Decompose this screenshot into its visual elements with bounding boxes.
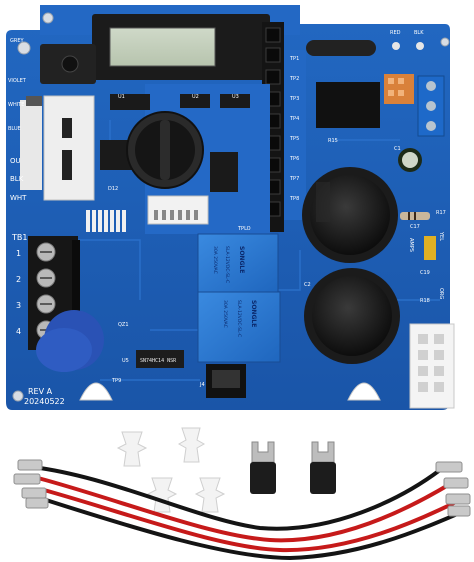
relay-bottom-rating: 30A 250VAC [222,300,228,328]
standoff-4 [194,477,226,513]
lcd-display [40,14,270,84]
label-red: RED [390,30,401,36]
spade-terminal-2 [310,441,336,494]
screw-terminals-right [417,75,445,137]
left-connector [20,95,95,201]
label-blue: BLUE [8,126,21,132]
label-grey: GREY [10,38,25,44]
resistor [400,212,430,220]
label-blk-top: BLK [414,30,424,36]
standoff-2 [177,427,206,463]
board-clips [79,382,381,401]
label-wht: WHT [10,194,27,202]
relay-top-brand: SONGLE [238,246,245,273]
rotary-knob [126,111,204,189]
rev-label: REV A [28,387,53,396]
label-white: WHITE [8,102,24,108]
label-c19: C19 [420,270,430,276]
standoff-3 [146,477,178,513]
wire-harness [36,466,464,561]
terminal-number-1: 1 [16,249,21,258]
chip-u5-marking: SN74HC14 NSR [140,358,177,364]
smd-chips [100,94,250,192]
varistor [36,310,104,372]
label-u2: U2 [192,94,199,100]
tp6-label: TP6 [289,156,299,162]
heatsink [86,210,126,232]
ribbon-connector [147,195,209,225]
label-u1: U1 [118,94,125,100]
top-right-pads [392,42,424,50]
power-transistor [306,40,414,128]
label-org: ORG [438,288,444,299]
label-u3: U3 [232,94,239,100]
terminal-number-3: 3 [16,301,21,310]
tp5-label: TP5 [289,136,299,142]
chip-u5: SN74HC14 NSR U5 [122,350,184,368]
label-tplo: TPLO [237,226,251,232]
wire-connectors [13,459,471,517]
relay-top: SONGLE SLA-12VDC-SL-C 30A 250VAC [197,233,279,293]
label-d12: D12 [108,186,118,192]
terminal-label: TB1 [11,233,27,242]
relay-bottom-model: SLA-12VDC-SL-C [236,300,242,337]
label-c1: C1 [394,146,401,152]
tp7-label: TP7 [289,176,299,182]
terminal-number-2: 2 [16,275,21,284]
molex-connector [409,323,455,409]
label-c2: C2 [304,282,311,288]
fuse [424,236,436,260]
date-label: 20240522 [24,397,65,406]
standoff-1 [116,431,148,467]
label-qz1: QZ1 [118,322,129,328]
tp3-label: TP3 [289,96,299,102]
relay-bottom-brand: SONGLE [250,300,257,327]
relay-top-model: SLA-12VDC-SL-C [224,246,230,283]
label-r15: R15 [328,138,338,144]
label-amps: AMPS [408,238,414,252]
capacitor-bottom: C2 [304,268,400,364]
label-violet: VIOLET [8,78,27,84]
label-u5: U5 [122,358,129,364]
label-ou: OU [10,157,21,165]
tp4-label: TP4 [289,116,299,122]
label-j4: J4 [199,382,205,388]
label-r17: R17 [436,210,446,216]
tp2-label: TP2 [289,76,299,82]
label-tp9: TP9 [111,378,121,384]
tp1-label: TP1 [289,56,299,62]
spade-terminal-1 [250,441,276,494]
tp8-label: TP8 [289,196,299,202]
terminal-number-4: 4 [16,327,21,336]
label-blk: BLK [10,175,24,183]
relay-bottom: SONGLE SLA-12VDC-SL-C 30A 250VAC [197,291,281,363]
label-yel: YEL [438,231,444,241]
label-c17: C17 [410,224,420,230]
small-capacitor [398,148,422,172]
capacitor-top [302,167,398,263]
rj-connector: J4 [199,364,246,398]
label-r18: R18 [420,298,430,304]
relay-top-rating: 30A 250VAC [212,246,218,274]
